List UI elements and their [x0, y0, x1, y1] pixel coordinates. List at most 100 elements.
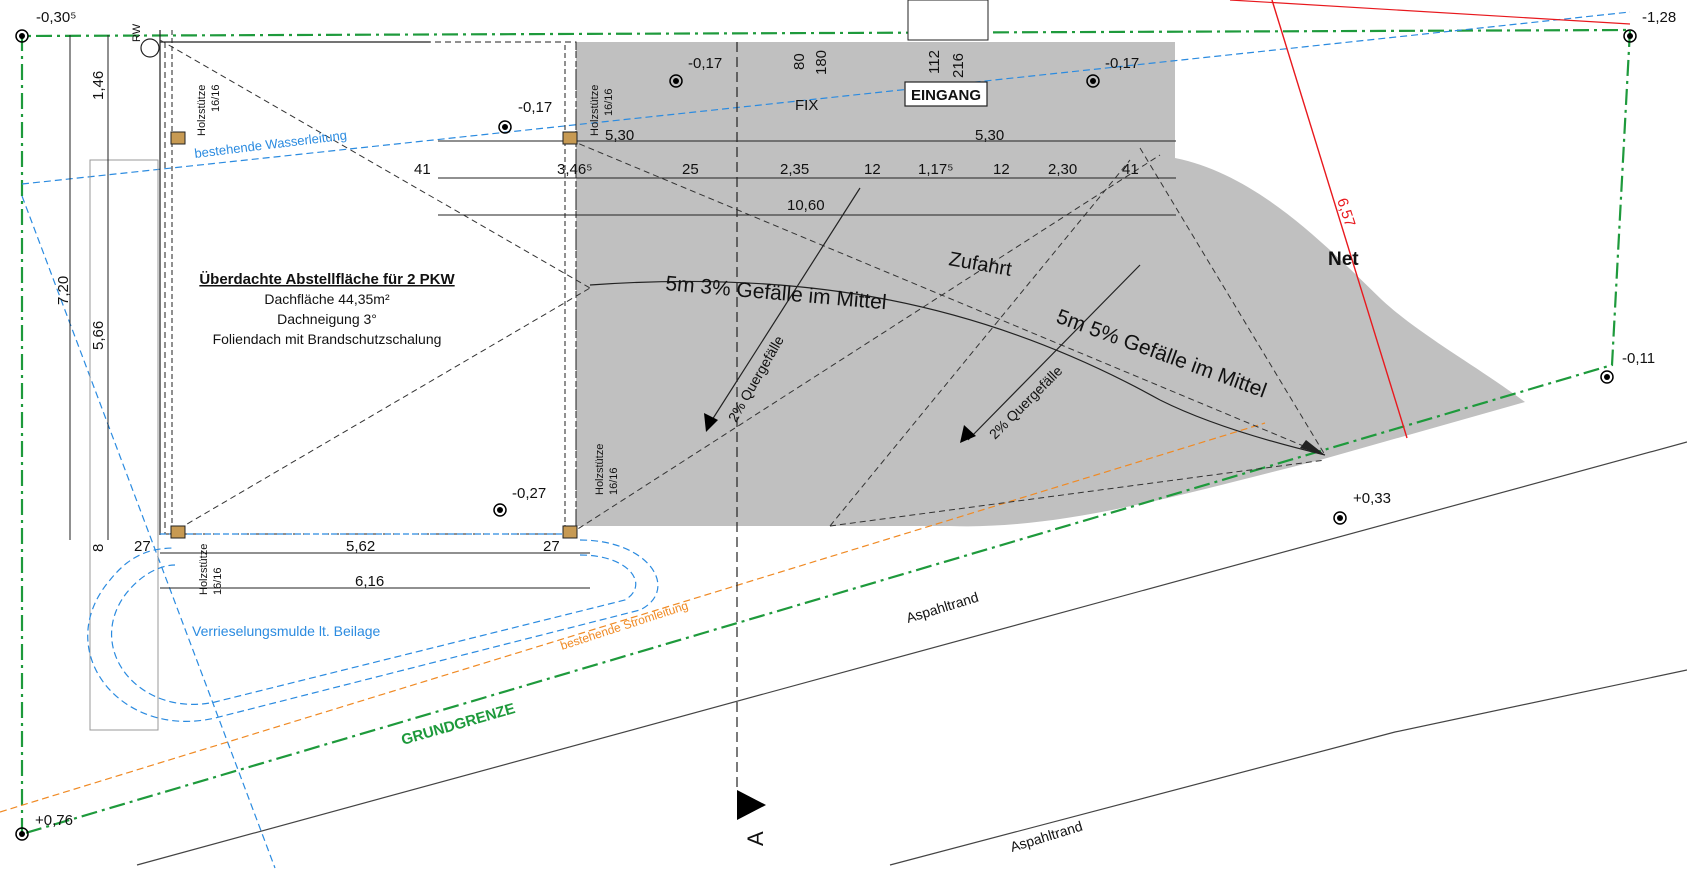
elevation-1: -0,30⁵	[36, 9, 76, 26]
slope-arc-3pct	[589, 280, 1161, 401]
post-size-2: 16/16	[603, 88, 615, 116]
elevation-9: +0,76	[35, 812, 73, 829]
dim-216: 216	[950, 53, 967, 78]
roof-diagonal-6	[829, 159, 1131, 527]
elevation-8: +0,33	[1353, 490, 1391, 507]
post-bottom-right	[562, 525, 578, 539]
post-top-right	[562, 131, 578, 145]
dim-657: 6,57	[1333, 196, 1358, 229]
dim-235: 2,35	[780, 161, 809, 178]
dim-8: 8	[90, 544, 107, 552]
rain-water-icon	[140, 38, 160, 58]
red-dimension-top	[1229, 0, 1631, 25]
post-label-4: Holzstütze	[198, 544, 210, 595]
dim-80: 80	[791, 53, 808, 70]
roof-diagonal-4	[569, 139, 1326, 456]
section-label: A	[743, 831, 768, 846]
dim-146: 1,46	[90, 71, 107, 100]
roof-diagonal-3	[569, 154, 1161, 535]
elevation-marker-2	[498, 120, 512, 134]
dim-3465: 3,46⁵	[557, 161, 592, 178]
asphalt-label-1: Aspahltrand	[904, 589, 980, 626]
water-line-diagonal	[21, 195, 276, 869]
dim-12-b: 12	[993, 161, 1010, 178]
water-line-label: bestehende Wasserleitung	[194, 127, 348, 161]
parking-title: Überdachte Abstellfläche für 2 PKW	[199, 271, 455, 288]
elevation-marker-6	[1623, 29, 1637, 43]
infiltration-trench-inner	[111, 554, 637, 705]
dim-530-b: 5,30	[975, 127, 1004, 144]
boundary-label: GRUNDGRENZE	[399, 700, 517, 749]
dim-180: 180	[813, 50, 830, 75]
dim-27-b: 27	[543, 538, 560, 555]
fix-label: FIX	[795, 97, 818, 114]
dim-562: 5,62	[346, 538, 375, 555]
elevation-7: -0,11	[1622, 350, 1655, 367]
water-line	[21, 11, 1631, 185]
slope-arc-5pct	[1159, 399, 1326, 456]
dim-27-a: 27	[134, 538, 151, 555]
paved-driveway-area	[576, 42, 1525, 527]
power-line	[0, 422, 1266, 813]
elevation-marker-9	[15, 827, 29, 841]
elevation-marker-7	[1600, 370, 1614, 384]
elevation-3: -0,17	[688, 55, 722, 72]
power-line-label: bestehende Stromleitung	[559, 598, 690, 653]
elevation-2: -0,17	[518, 99, 552, 116]
post-label-1: Holzstütze	[196, 85, 208, 136]
elevation-4: -0,17	[1105, 55, 1139, 72]
rw-label: RW	[131, 23, 143, 42]
post-label-3: Holzstütze	[594, 444, 606, 495]
parking-roof-area: Dachfläche 44,35m²	[264, 291, 390, 307]
elevation-6: -1,28	[1642, 9, 1676, 26]
roof-diagonal-7	[829, 459, 1326, 527]
parking-roof-pitch: Dachneigung 3°	[277, 311, 377, 327]
cross-slope-arrow-1	[711, 187, 861, 421]
elevation-marker-3	[669, 74, 683, 88]
dim-25: 25	[682, 161, 699, 178]
dim-530-a: 5,30	[605, 127, 634, 144]
dim-41-a: 41	[414, 161, 431, 178]
left-wall	[89, 159, 159, 731]
dim-112: 112	[926, 50, 943, 74]
infiltration-label: Verrieselungsmulde lt. Beilage	[192, 623, 381, 639]
cross-slope-arrow-2	[967, 264, 1141, 441]
elevation-marker-5	[493, 503, 507, 517]
red-dimension-line	[1271, 0, 1408, 439]
slope-arrow-head	[1300, 440, 1325, 455]
roof-diagonal-1	[159, 39, 591, 289]
post-size-3: 16/16	[608, 467, 620, 495]
parking-roof-type: Foliendach mit Brandschutzschalung	[213, 331, 442, 347]
dim-12-a: 12	[864, 161, 881, 178]
dim-566: 5,66	[90, 321, 107, 350]
post-bottom-left	[170, 525, 186, 539]
elevation-marker-8	[1333, 511, 1347, 525]
post-size-4: 16/16	[212, 567, 224, 595]
entrance-label: EINGANG	[911, 87, 981, 104]
net-partial-label: Net	[1328, 249, 1359, 270]
post-size-1: 16/16	[210, 84, 222, 112]
property-boundary	[20, 28, 1632, 836]
carport-outline	[164, 41, 577, 535]
dim-720: 7,20	[55, 276, 72, 305]
elevation-marker-1	[15, 29, 29, 43]
post-top-left	[170, 131, 186, 145]
asphalt-edge-2	[889, 669, 1687, 866]
dim-1175: 1,17⁵	[918, 161, 953, 178]
cross-slope-arrowhead-1	[704, 413, 718, 432]
elevation-5: -0,27	[512, 485, 546, 502]
dim-616: 6,16	[355, 573, 384, 590]
dim-230: 2,30	[1048, 161, 1077, 178]
section-arrow	[737, 790, 766, 820]
dim-41-b: 41	[1122, 161, 1139, 178]
entrance-box	[904, 81, 988, 107]
dim-1060: 10,60	[787, 197, 825, 214]
elevation-marker-4	[1086, 74, 1100, 88]
entrance-door	[907, 0, 989, 41]
asphalt-edge-1	[136, 441, 1687, 866]
roof-diagonal-2	[169, 287, 591, 535]
post-label-2: Holzstütze	[589, 85, 601, 136]
cross-slope-arrowhead-2	[960, 425, 976, 443]
infiltration-trench	[87, 539, 659, 722]
